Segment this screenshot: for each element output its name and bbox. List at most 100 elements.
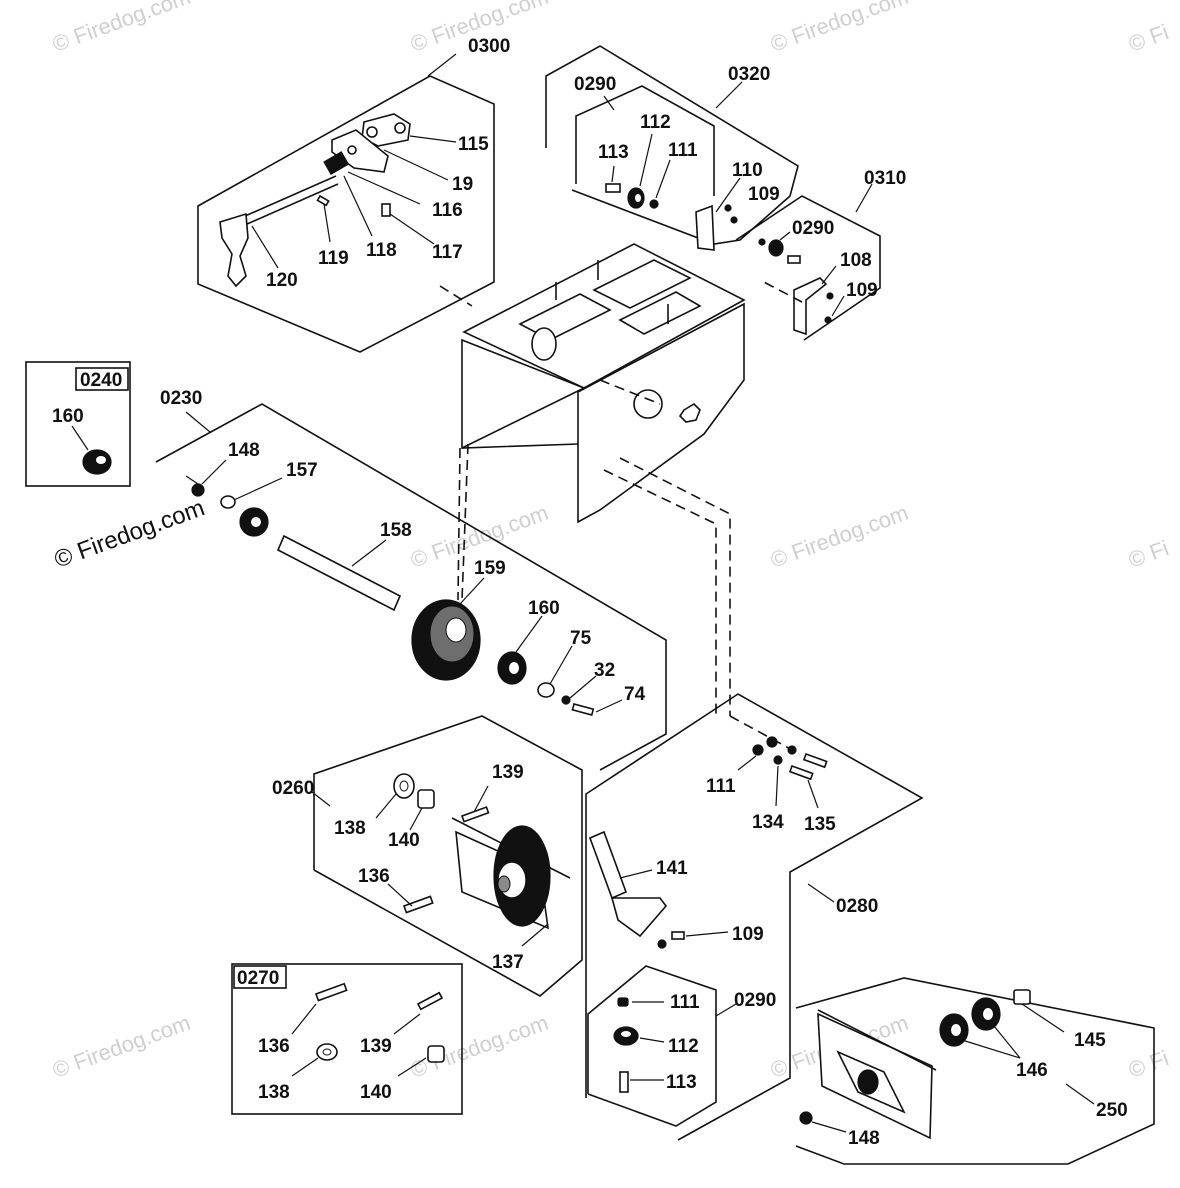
label-0280: 0280 xyxy=(836,896,878,917)
label-109: 109 xyxy=(732,924,764,945)
leader xyxy=(351,539,387,567)
nut-111-icon xyxy=(617,997,629,1007)
leader xyxy=(233,477,283,501)
watermark: © Fi xyxy=(1125,19,1172,56)
screw-109-icon xyxy=(826,292,834,300)
leader xyxy=(715,177,741,213)
watermark: © Firedog.com xyxy=(767,0,911,57)
leader xyxy=(1021,1003,1065,1033)
spacer-145-icon xyxy=(1013,989,1031,1005)
nut-148-icon xyxy=(799,1111,813,1125)
label-112: 112 xyxy=(640,112,671,133)
outline-0300 xyxy=(197,75,495,353)
leader xyxy=(569,675,597,699)
label-146: 146 xyxy=(1016,1060,1048,1081)
label-110: 110 xyxy=(732,160,763,181)
label-138: 138 xyxy=(258,1082,290,1103)
dashed-reference-lines xyxy=(439,279,803,753)
box-0240-tag xyxy=(75,367,129,391)
leader xyxy=(831,295,845,317)
dashed-line xyxy=(457,447,461,601)
assembly-0300: 0300 115 19 116 117 118 119 120 xyxy=(219,36,510,291)
washer-134-icon xyxy=(787,745,797,755)
watermark: © Fi xyxy=(1125,1045,1172,1082)
leader xyxy=(779,231,791,241)
hole xyxy=(366,126,378,138)
leader xyxy=(811,1121,847,1133)
assembly-250: 145 146 250 148 xyxy=(799,989,1128,1149)
leader xyxy=(459,577,485,605)
label-115: 115 xyxy=(458,134,489,155)
bracket-110-icon xyxy=(695,204,715,251)
dashed-line xyxy=(619,457,731,716)
leader xyxy=(347,171,421,205)
label-75: 75 xyxy=(570,628,592,649)
label-250: 250 xyxy=(1096,1100,1128,1121)
leader xyxy=(855,183,873,213)
label-111: 111 xyxy=(706,776,736,797)
watermark: © Firedog.com xyxy=(49,0,193,57)
outline-0280 xyxy=(585,693,924,1141)
box-0270-tag xyxy=(233,965,287,989)
dashed-line xyxy=(439,285,473,307)
dashed-line xyxy=(729,715,797,753)
spring-118-icon xyxy=(323,151,350,175)
main-housing xyxy=(461,243,746,524)
assembly-0260: 139 0260 138 140 136 137 xyxy=(272,762,571,973)
label-0260: 0260 xyxy=(272,778,314,799)
housing-hex-hole xyxy=(678,402,701,423)
label-118: 118 xyxy=(366,240,397,261)
nut-111-icon xyxy=(649,199,659,209)
leader xyxy=(323,203,331,243)
leader xyxy=(715,1003,737,1017)
dashed-line xyxy=(461,443,469,601)
hole xyxy=(347,145,357,155)
label-108: 108 xyxy=(840,250,872,271)
housing-slot xyxy=(592,259,692,309)
label-109: 109 xyxy=(748,184,780,205)
label-141: 141 xyxy=(656,858,688,879)
leader xyxy=(961,1039,1021,1059)
label-0290: 0290 xyxy=(574,74,616,95)
pin-113-icon xyxy=(605,183,621,193)
housing-bore xyxy=(633,389,663,419)
nut-148-icon xyxy=(191,483,205,497)
leader xyxy=(685,931,729,937)
screw-icon xyxy=(657,939,667,949)
box-0270-frame xyxy=(231,963,463,1115)
leader xyxy=(389,213,435,245)
label-134: 134 xyxy=(752,812,784,833)
leader xyxy=(521,923,549,947)
bearing-bore xyxy=(951,1024,961,1036)
watermark-dark: © Firedog.com xyxy=(51,494,208,573)
shaft-158-icon xyxy=(276,534,402,612)
leader xyxy=(821,265,837,285)
label-0240: 0240 xyxy=(80,370,122,391)
washer-bore xyxy=(322,1048,332,1056)
shift-rod-120-icon xyxy=(235,175,337,221)
hole xyxy=(394,122,406,134)
housing-edge xyxy=(461,387,585,449)
label-148: 148 xyxy=(228,440,260,461)
bearing-bore xyxy=(509,662,519,674)
leader xyxy=(343,175,373,237)
label-116: 116 xyxy=(432,200,463,221)
label-113: 113 xyxy=(598,142,629,163)
leader xyxy=(619,869,653,879)
housing-hole xyxy=(531,327,557,361)
leader xyxy=(387,883,413,907)
washer-134-icon xyxy=(773,755,783,765)
leader xyxy=(427,53,457,77)
label-0320: 0320 xyxy=(728,64,770,85)
leader xyxy=(393,1013,421,1035)
label-136: 136 xyxy=(358,866,390,887)
washer-bore xyxy=(399,780,409,792)
idler-bore xyxy=(497,875,511,893)
leader xyxy=(807,883,835,903)
housing-right-side xyxy=(577,302,745,524)
label-140: 140 xyxy=(360,1082,392,1103)
bearing-bore xyxy=(635,194,641,202)
dashed-line xyxy=(603,469,717,716)
nut-icon xyxy=(758,238,766,246)
label-0290: 0290 xyxy=(734,990,776,1011)
